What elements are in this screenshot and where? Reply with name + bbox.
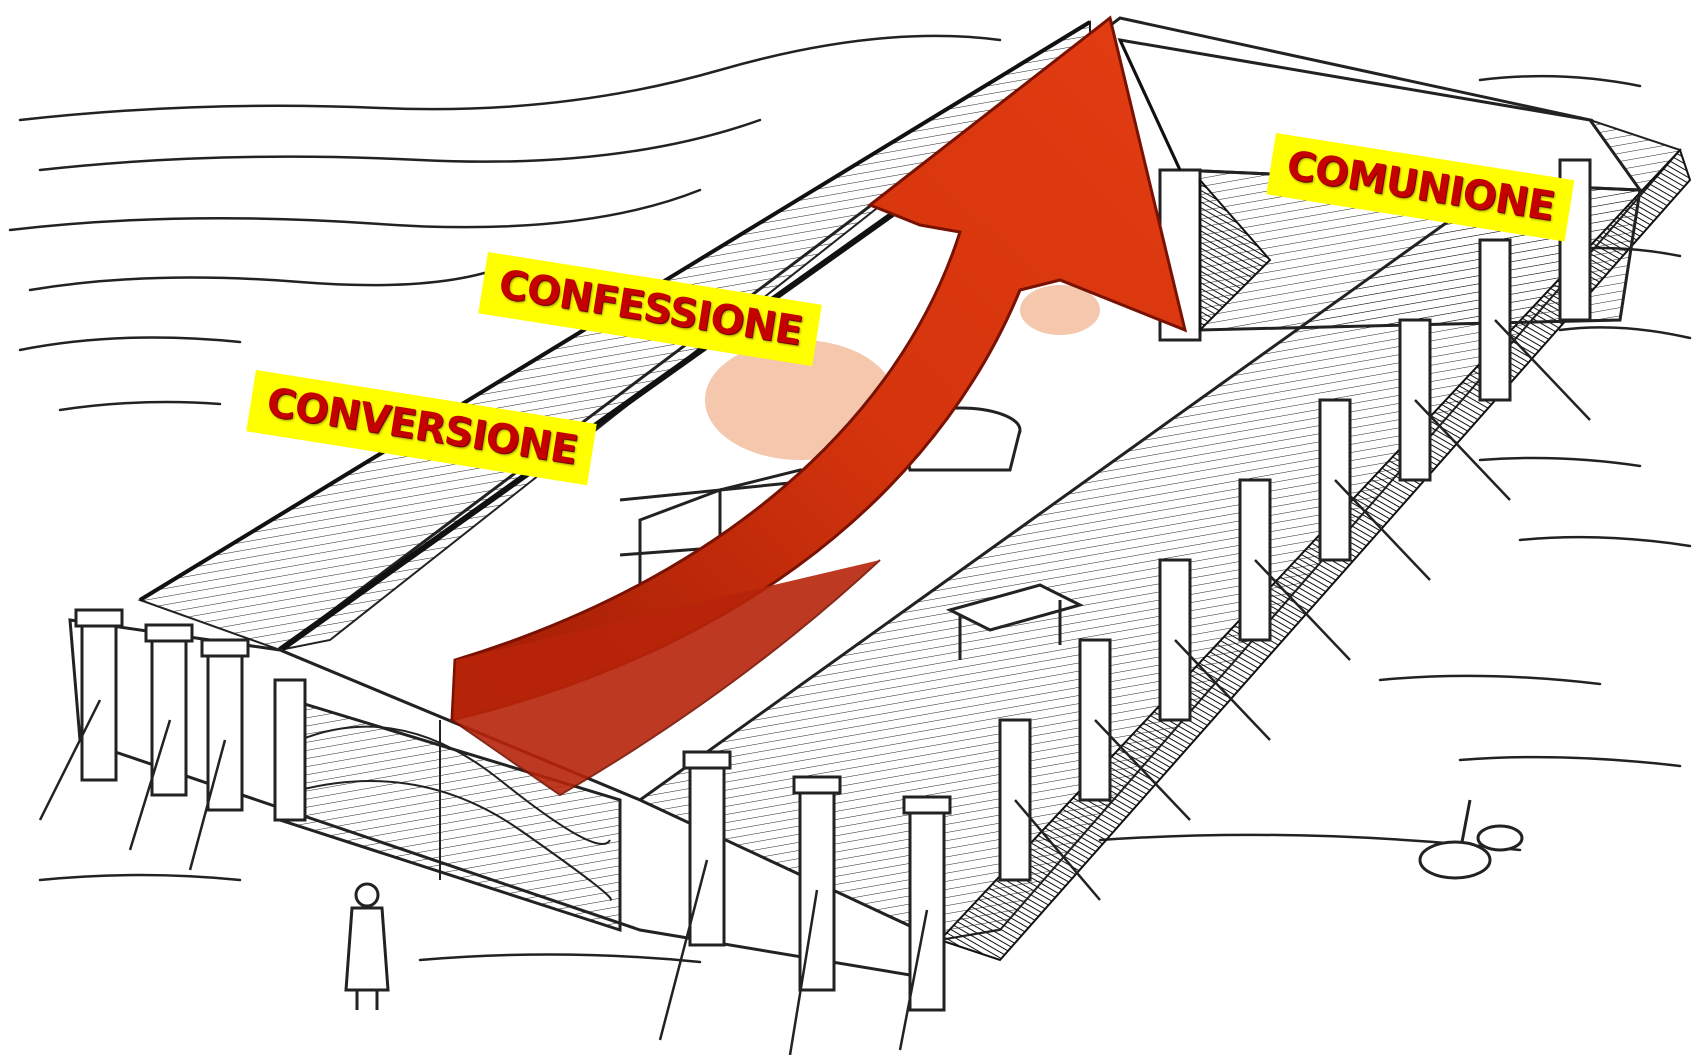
person-icon xyxy=(344,882,390,1010)
guy-ropes xyxy=(38,319,1591,1055)
progress-arrow xyxy=(450,15,1188,797)
table-icon xyxy=(945,583,1085,660)
rock-icon xyxy=(1418,799,1524,880)
